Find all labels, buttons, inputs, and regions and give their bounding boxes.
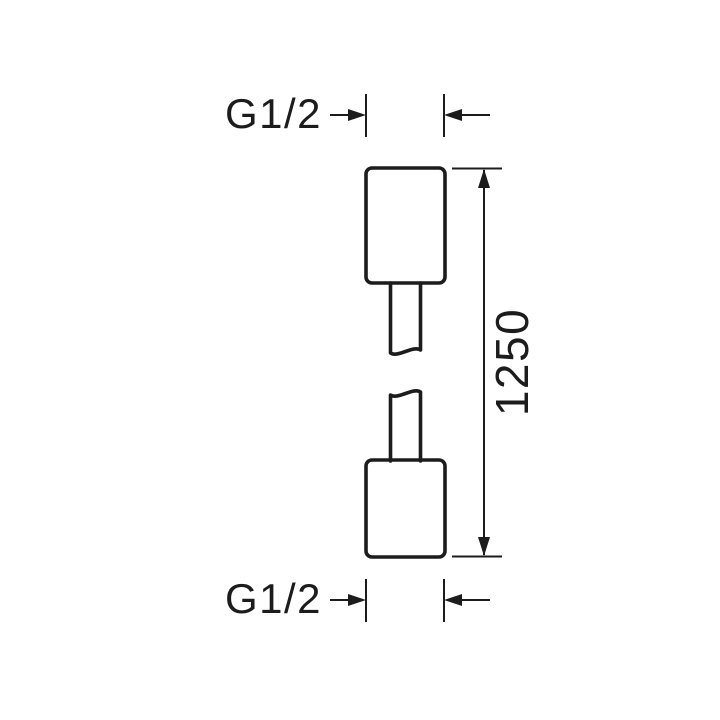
top-fitting: [364, 166, 447, 285]
bottom-right-arrowhead-icon: [444, 594, 462, 606]
length-bottom-arrowhead-icon: [478, 537, 490, 556]
top-thread-label: G1/2: [225, 90, 322, 137]
bottom-thread-dimension: G1/2: [225, 575, 490, 622]
bottom-fitting: [364, 458, 447, 559]
hose-outline: [364, 166, 447, 559]
upper-hose-segment: [388, 281, 423, 356]
lower-hose-segment: [388, 389, 423, 463]
length-top-arrowhead-icon: [478, 169, 490, 188]
top-right-arrowhead-icon: [444, 109, 462, 121]
length-dimension: 1250: [452, 167, 538, 558]
top-left-arrowhead-icon: [348, 109, 366, 121]
bottom-thread-label: G1/2: [225, 575, 322, 622]
top-thread-dimension: G1/2: [225, 90, 490, 137]
length-label: 1250: [486, 308, 538, 416]
bottom-left-arrowhead-icon: [348, 594, 366, 606]
